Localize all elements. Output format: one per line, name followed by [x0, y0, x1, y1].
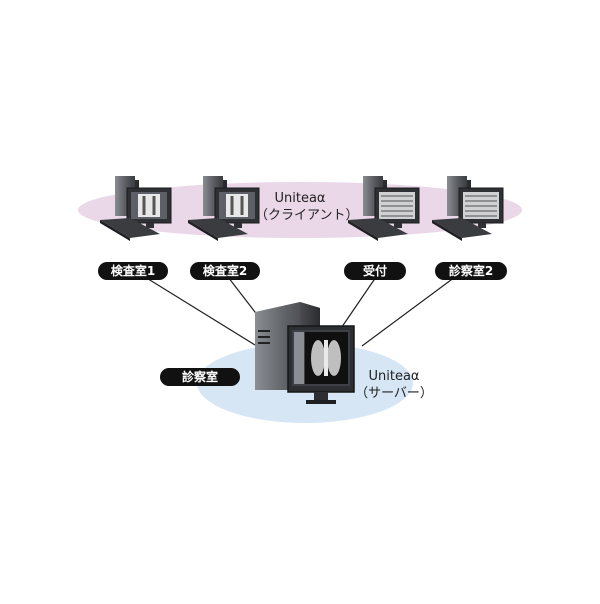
monitor-icon: [458, 187, 504, 228]
label-consultation-room-2: 診察室2: [435, 262, 507, 280]
server-workstation: [255, 302, 355, 404]
connection-line-exam-room-1: [144, 276, 256, 346]
monitor-icon: [214, 187, 260, 228]
keyboard-icon: [432, 218, 492, 241]
connection-line-consultation-room-2: [361, 276, 456, 347]
server-app-role: （サーバー）: [355, 386, 433, 401]
monitor-icon: [126, 187, 172, 228]
server-caption: Uniteaα （サーバー）: [354, 368, 434, 402]
label-reception: 受付: [344, 262, 406, 280]
client-app-role: （クライアント）: [255, 208, 359, 223]
label-server-location: 診察室: [160, 368, 240, 386]
client-workstation-exam-room-2: [188, 176, 260, 241]
monitor-icon: [374, 187, 420, 228]
keyboard-icon: [100, 218, 160, 241]
server-app-name: Uniteaα: [368, 369, 420, 384]
client-workstation-reception: [348, 176, 420, 241]
label-exam-room-2: 検査室2: [190, 262, 260, 280]
client-workstation-exam-room-1: [100, 176, 172, 241]
client-group-caption: Uniteaα （クライアント）: [255, 190, 359, 224]
keyboard-icon: [188, 218, 248, 241]
label-exam-room-1: 検査室1: [98, 262, 168, 280]
server-monitor-icon: [287, 325, 355, 404]
keyboard-icon: [348, 218, 408, 241]
client-app-name: Uniteaα: [274, 191, 326, 206]
client-workstation-consultation-room-2: [432, 176, 504, 241]
